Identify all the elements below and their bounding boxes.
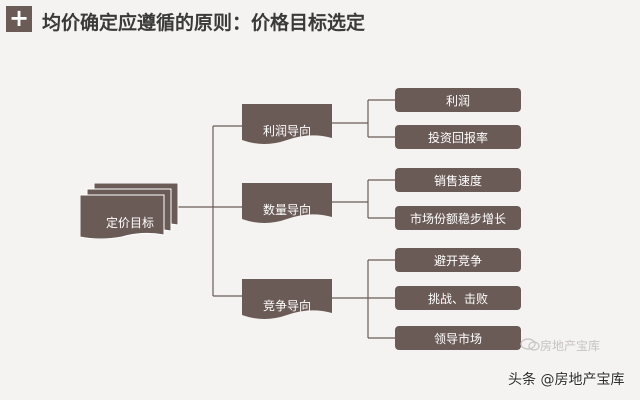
page-title: 均价确定应遵循的原则：价格目标选定 (42, 12, 366, 34)
branch-label: 利润导向 (262, 123, 311, 138)
branch-label: 竞争导向 (262, 298, 311, 313)
root-node-label: 定价目标 (105, 215, 154, 230)
root-node-stack: 定价目标 (80, 183, 180, 239)
branch-node-volume: 数量导向 (242, 183, 332, 225)
header-bar: + 均价确定应遵循的原则：价格目标选定 (0, 0, 640, 40)
leaf-node: 挑战、击败 (395, 286, 521, 310)
leaf-node: 利润 (395, 88, 521, 112)
plus-icon: + (6, 6, 32, 32)
watermark: 头条 @房地产宝库 (508, 372, 625, 388)
leaf-node: 销售速度 (395, 168, 521, 192)
branch-node-profit: 利润导向 (242, 104, 332, 146)
watermark-faint: 房地产宝库 (540, 339, 601, 353)
watermark-logo-icon (520, 338, 540, 351)
branch-node-competition: 竞争导向 (242, 279, 332, 321)
leaf-node: 领导市场 (395, 326, 521, 350)
branch-label: 数量导向 (262, 202, 311, 217)
leaf-node: 市场份额稳步增长 (395, 206, 521, 230)
leaf-node: 投资回报率 (395, 125, 521, 149)
leaf-node: 避开竞争 (395, 248, 521, 272)
